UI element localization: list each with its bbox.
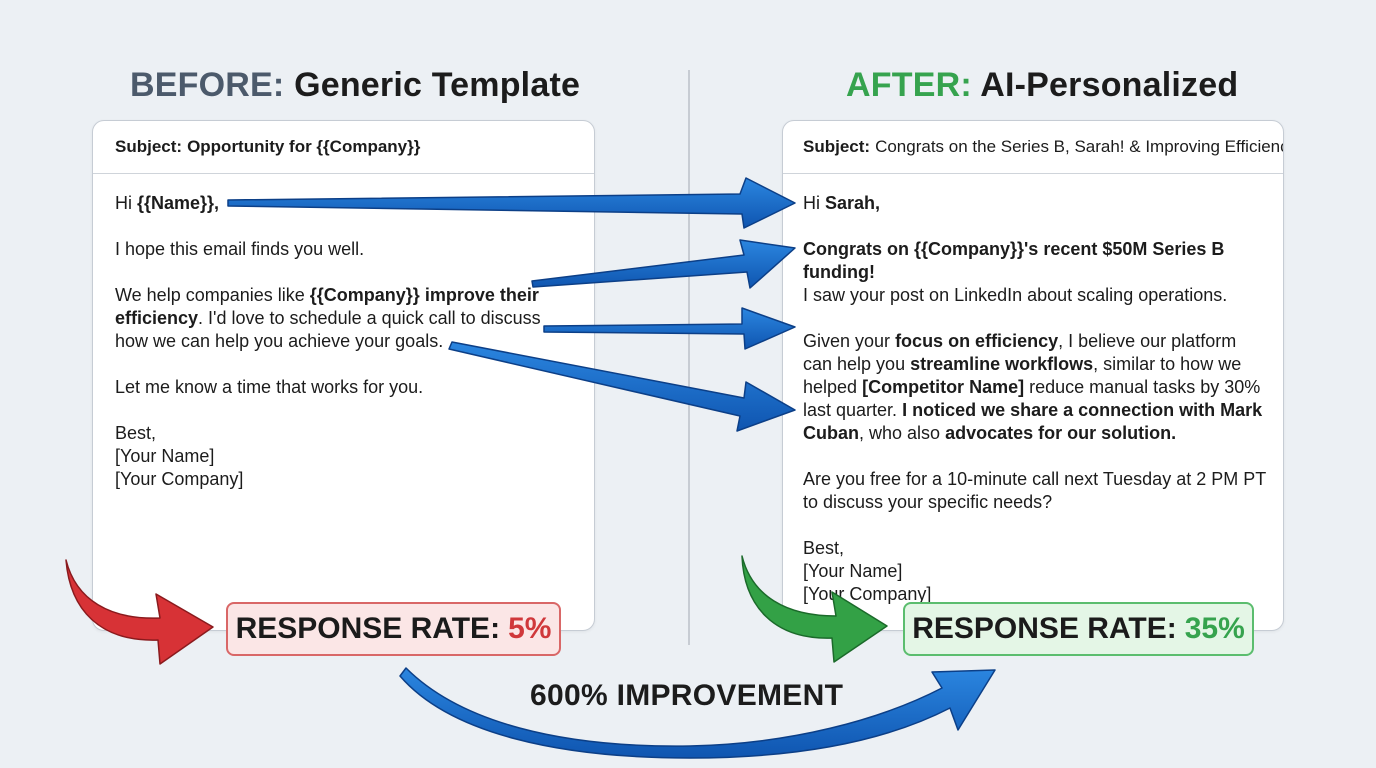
- generic-email-subject: Subject: Opportunity for {{Company}}: [93, 121, 594, 174]
- rate-label: RESPONSE RATE:: [912, 612, 1177, 645]
- rate-label: RESPONSE RATE:: [235, 612, 501, 645]
- greeting-line: Hi {{Name}},: [115, 192, 578, 215]
- value-paragraph: Given your focus on efficiency, I believ…: [803, 330, 1267, 445]
- signature: Best, [Your Name] [Your Company]: [803, 537, 1267, 606]
- value-bold-competitor: [Competitor Name]: [862, 377, 1025, 397]
- cta-paragraph: Are you free for a 10-minute call next T…: [803, 469, 1266, 512]
- name-placeholder: {{Name}},: [137, 193, 220, 213]
- personalized-email-subject: Subject: Congrats on the Series B, Sarah…: [783, 121, 1283, 174]
- pitch-text-end: . I'd love to schedule a quick call to d…: [115, 308, 541, 351]
- sign-off: Best,: [803, 538, 845, 558]
- subject-text: Opportunity for {{Company}}: [187, 137, 421, 156]
- recipient-name: Sarah,: [825, 193, 881, 213]
- before-title: Generic Template: [294, 66, 581, 104]
- after-title: AI-Personalized: [980, 66, 1239, 104]
- sign-name: [Your Name]: [803, 561, 903, 581]
- value-bold-workflows: streamline workflows: [910, 354, 1094, 374]
- value-text: , who also: [859, 423, 941, 443]
- personalized-response-rate: RESPONSE RATE: 35%: [903, 602, 1254, 656]
- congrats-paragraph: Congrats on {{Company}}'s recent $50M Se…: [803, 238, 1267, 307]
- value-text: reduce manual tasks by 30% last quarter.: [803, 377, 1261, 420]
- arrow-right-icon: [543, 307, 796, 350]
- rate-value: 5%: [508, 612, 552, 645]
- pitch-paragraph: We help companies like {{Company}} impro…: [115, 284, 578, 353]
- value-bold-connection: I noticed we share a connection with Mar…: [803, 400, 1263, 443]
- subject-label: Subject:: [115, 137, 183, 156]
- improvement-label: 600% IMPROVEMENT: [530, 679, 844, 712]
- arrow-right-icon: [448, 341, 796, 432]
- after-heading: AFTER: AI-Personalized: [846, 66, 1238, 105]
- arrow-right-icon: [227, 177, 796, 229]
- center-divider: [688, 70, 690, 645]
- greeting-line: Hi Sarah,: [803, 192, 1267, 215]
- curved-arrow-icon: [399, 667, 996, 759]
- before-tag: BEFORE:: [130, 66, 285, 104]
- sign-off: Best,: [115, 423, 157, 443]
- linkedin-line: I saw your post on LinkedIn about scalin…: [803, 285, 1228, 305]
- greeting: Hi: [803, 193, 820, 213]
- curved-arrow-icon: [65, 559, 214, 665]
- value-text: Given your: [803, 331, 891, 351]
- personalized-email-card: Subject: Congrats on the Series B, Sarah…: [782, 120, 1284, 631]
- generic-email-body: Hi {{Name}}, I hope this email finds you…: [93, 174, 594, 491]
- subject-text: Congrats on the Series B, Sarah! & Impro…: [875, 137, 1283, 156]
- intro-line: I hope this email finds you well.: [115, 239, 365, 259]
- congrats-line: Congrats on {{Company}}'s recent $50M Se…: [803, 239, 1225, 282]
- closing-line: Let me know a time that works for you.: [115, 377, 424, 397]
- rate-value: 35%: [1184, 612, 1245, 645]
- value-text: , similar to how we helped: [803, 354, 1242, 397]
- value-text: , I believe our platform can help you: [803, 331, 1237, 374]
- before-heading: BEFORE: Generic Template: [130, 66, 580, 105]
- pitch-bold: {{Company}} improve their efficiency: [115, 285, 539, 328]
- curved-arrow-icon: [741, 555, 888, 663]
- value-bold-advocates: advocates for our solution.: [945, 423, 1177, 443]
- sign-company: [Your Company]: [115, 469, 244, 489]
- pitch-text: We help companies like: [115, 285, 305, 305]
- after-tag: AFTER:: [846, 66, 972, 104]
- greeting: Hi: [115, 193, 132, 213]
- signature: Best, [Your Name] [Your Company]: [115, 422, 578, 491]
- subject-label: Subject:: [803, 137, 871, 156]
- arrow-right-icon: [531, 239, 796, 289]
- personalized-email-body: Hi Sarah, Congrats on {{Company}}'s rece…: [783, 174, 1283, 606]
- sign-name: [Your Name]: [115, 446, 215, 466]
- generic-response-rate: RESPONSE RATE: 5%: [226, 602, 561, 656]
- value-bold-focus: focus on efficiency: [895, 331, 1059, 351]
